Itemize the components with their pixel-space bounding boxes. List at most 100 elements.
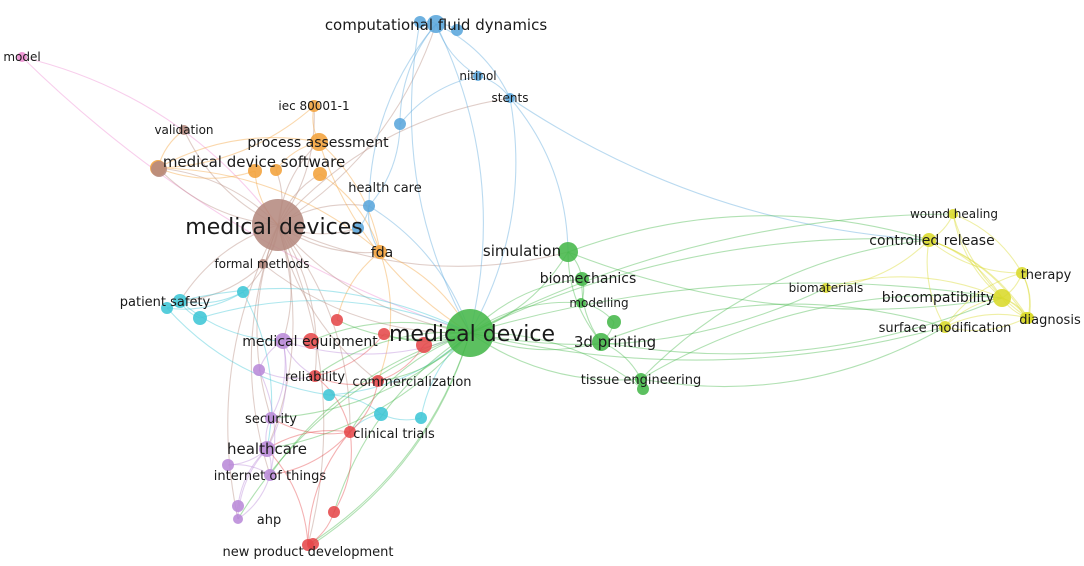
node-u-gr1[interactable] [607, 315, 621, 329]
node-health-care[interactable] [363, 200, 375, 212]
link-medical-devices-stents [277, 97, 511, 226]
node-u-cy2[interactable] [161, 302, 173, 314]
node-u-cy5[interactable] [374, 407, 388, 421]
node-u-re1[interactable] [331, 314, 343, 326]
node-u-or1[interactable] [248, 164, 262, 178]
node-biomaterials[interactable] [821, 283, 831, 293]
node-security[interactable] [265, 412, 277, 424]
node-u-or3[interactable] [313, 167, 327, 181]
node-u-cy1[interactable] [237, 286, 249, 298]
node-u-bl2[interactable] [451, 24, 463, 36]
node-u-bl3[interactable] [352, 222, 364, 234]
label-security: security [245, 412, 297, 427]
node-iec-80001-1[interactable] [308, 100, 320, 112]
label-controlled-release: controlled release [869, 233, 994, 249]
link-reliability-clinical-trials [314, 375, 351, 433]
node-u-gr2[interactable] [637, 383, 649, 395]
node-u-re4[interactable] [416, 337, 432, 353]
link-medical-device-software-iec-80001-1 [157, 105, 315, 169]
label-biomaterials: biomaterials [789, 281, 864, 295]
node-biocompatibility[interactable] [993, 289, 1011, 307]
link-u-cy1-healthcare [242, 291, 273, 450]
label-new-product-development: new product development [223, 545, 394, 560]
node-patient-safety[interactable] [173, 294, 187, 308]
node-commercialization[interactable] [372, 375, 384, 387]
label-healthcare: healthcare [227, 440, 307, 458]
node-controlled-release[interactable] [922, 233, 936, 247]
node-ahp[interactable] [233, 514, 243, 524]
node-medical-devices[interactable] [252, 199, 304, 251]
node-u-bl1[interactable] [394, 118, 406, 130]
node-wound-healing[interactable] [948, 209, 958, 219]
node-u-cy6[interactable] [415, 412, 427, 424]
link-simulation-biocompatibility [567, 251, 1003, 310]
label-model: model [3, 50, 40, 64]
node-u-pu3[interactable] [232, 500, 244, 512]
node-3d-printing[interactable] [592, 333, 610, 351]
label-wound-healing: wound healing [910, 207, 998, 221]
node-healthcare[interactable] [259, 441, 275, 457]
link-medical-device-biomaterials [469, 287, 827, 346]
link-controlled-release-u-ye1 [928, 239, 1027, 319]
link-reliability-commercialization [314, 375, 379, 385]
node-nitinol[interactable] [473, 71, 483, 81]
link-medical-equipment-healthcare [266, 340, 287, 450]
link-controlled-release-surface-modification [926, 239, 946, 328]
label-iec-80001-1: iec 80001-1 [278, 99, 349, 113]
link-diagnosis-surface-modification [944, 313, 1029, 328]
node-computational-fluid-dynamics[interactable] [427, 15, 445, 33]
label-tissue-engineering: tissue engineering [581, 373, 701, 388]
link-new-product-development-healthcare [266, 448, 309, 546]
node-simulation[interactable] [558, 242, 578, 262]
link-3d-printing-surface-modification [600, 303, 946, 343]
node-u-re3[interactable] [378, 328, 390, 340]
link-medical-device-internet-of-things [269, 332, 471, 476]
link-controlled-release-biocompatibility [928, 239, 1003, 299]
node-medical-device[interactable] [446, 309, 494, 357]
node-u-re5[interactable] [328, 506, 340, 518]
link-formal-methods-medical-device [262, 263, 471, 334]
label-nitinol: nitinol [459, 69, 496, 83]
node-u-pu1[interactable] [253, 364, 265, 376]
node-layer [17, 15, 1034, 551]
node-u-br1[interactable] [151, 161, 167, 177]
node-medical-equipment[interactable] [275, 333, 291, 349]
node-surface-modification[interactable] [939, 321, 951, 333]
node-modelling[interactable] [576, 298, 586, 308]
link-u-bl4-medical-device [410, 21, 471, 334]
node-tissue-engineering[interactable] [635, 373, 647, 385]
link-u-cy3-medical-device [199, 300, 471, 334]
link-stents-simulation [509, 97, 569, 253]
node-validation[interactable] [179, 125, 189, 135]
node-u-or2[interactable] [270, 164, 282, 176]
link-patient-safety-medical-device [179, 287, 471, 334]
node-u-pu2[interactable] [222, 459, 234, 471]
label-surface-modification: surface modification [879, 321, 1012, 336]
node-internet-of-things[interactable] [264, 469, 276, 481]
link-medical-devices-internet-of-things [250, 224, 279, 476]
node-model[interactable] [17, 52, 27, 62]
node-u-bl4[interactable] [414, 16, 426, 28]
node-u-cy4[interactable] [323, 389, 335, 401]
node-stents[interactable] [505, 93, 515, 103]
node-therapy[interactable] [1016, 267, 1028, 279]
node-u-cy3[interactable] [193, 311, 207, 325]
node-reliability[interactable] [309, 370, 321, 382]
link-clinical-trials-u-re5 [333, 431, 352, 513]
node-fda[interactable] [373, 245, 387, 259]
link-clinical-trials-new-product-development [307, 431, 351, 546]
node-u-re2[interactable] [303, 333, 319, 349]
link-simulation-3d-printing [567, 251, 602, 343]
link-medical-devices-simulation [277, 224, 569, 267]
link-medical-device-surface-modification [469, 326, 946, 361]
node-u-ye1[interactable] [1020, 312, 1032, 324]
node-biomechanics[interactable] [575, 272, 589, 286]
node-formal-methods[interactable] [258, 259, 268, 269]
node-clinical-trials[interactable] [344, 426, 356, 438]
link-computational-fluid-dynamics-u-bl1 [399, 23, 437, 125]
link-medical-devices-healthcare [266, 224, 294, 450]
link-medical-device-new-product-development [307, 332, 471, 546]
node-u-re6[interactable] [307, 538, 319, 550]
link-medical-devices-new-product-development [277, 224, 325, 546]
node-process-assessment[interactable] [310, 133, 328, 151]
